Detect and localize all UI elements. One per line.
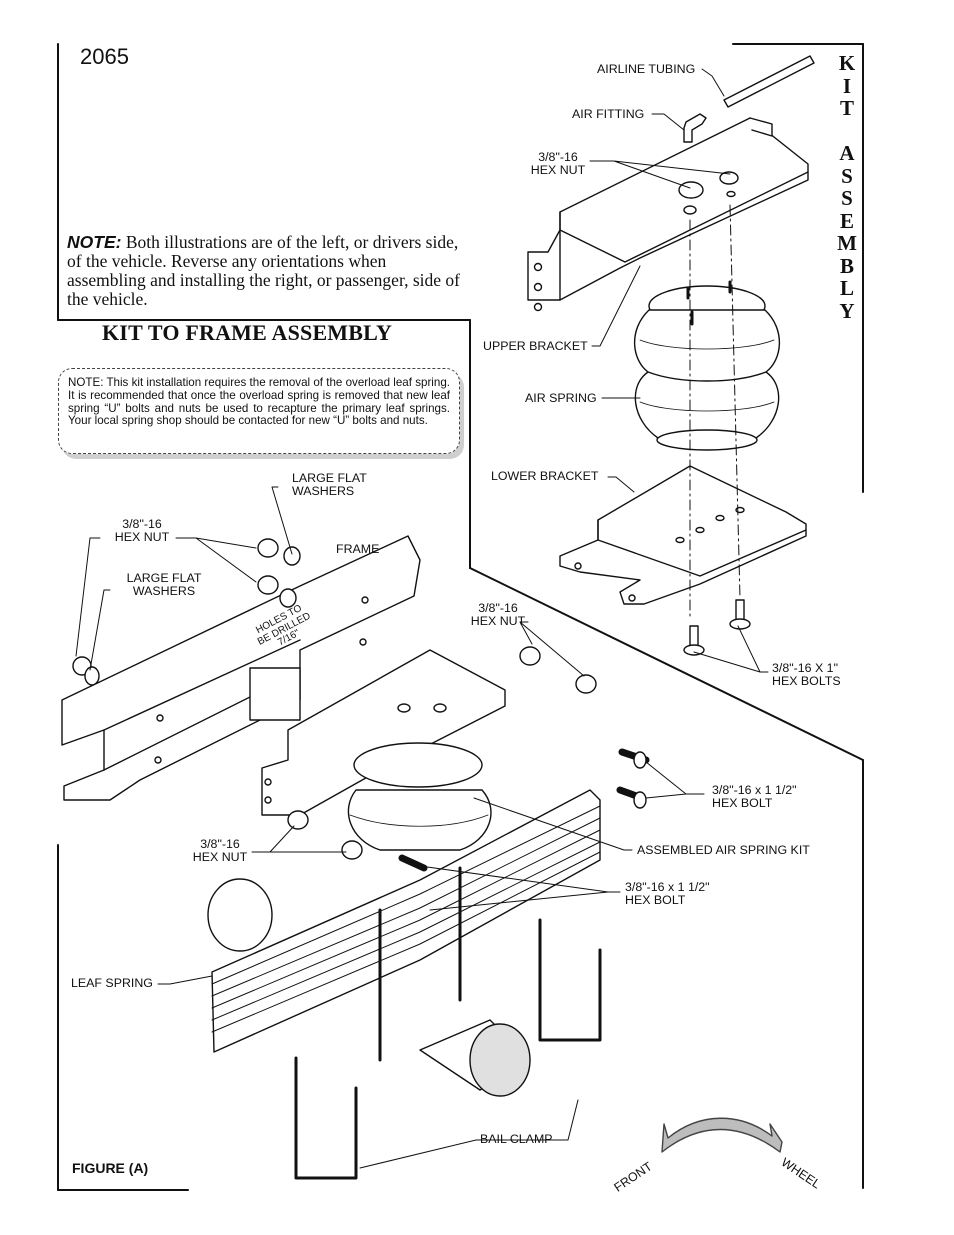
label-kit-hex-nut-type: HEX NUT <box>530 163 586 177</box>
label-hex-bolt-right: 3/8"-16 x 1 1/2" HEX BOLT <box>712 784 797 810</box>
label-hex-nut-lower-size: 3/8"-16 <box>200 837 240 851</box>
label-large-flat-washers-top: LARGE FLAT WASHERS <box>292 472 367 498</box>
note-label: NOTE: <box>67 232 122 252</box>
label-kit-hex-nut-size: 3/8"-16 <box>538 150 578 164</box>
label-hex-nut-lower: 3/8"-16 HEX NUT <box>190 838 250 864</box>
front-wheel-arrow <box>661 1117 783 1153</box>
label-kit-hex-bolts-type: HEX BOLTS <box>772 674 841 688</box>
label-upper-bracket: UPPER BRACKET <box>483 339 588 353</box>
air-spring-drawing <box>633 280 781 451</box>
side-title-letter: A <box>839 141 855 165</box>
kit-bolts-drawing <box>683 599 751 656</box>
label-airline-tubing: AIRLINE TUBING <box>597 62 696 76</box>
label-assembled-air-spring-kit: ASSEMBLED AIR SPRING KIT <box>637 843 810 857</box>
kit-note-box: NOTE: This kit installation requires the… <box>58 368 460 454</box>
label-hex-bolt-center-type: HEX BOLT <box>625 893 686 907</box>
label-hex-bolt-right-type: HEX BOLT <box>712 796 773 810</box>
side-title-letter: S <box>841 186 853 210</box>
kit-assembly-side-title: K I T A S S E M B L Y <box>836 52 858 322</box>
label-leaf-spring: LEAF SPRING <box>71 976 153 990</box>
upper-bracket-drawing <box>527 117 809 312</box>
label-kit-hex-nut: 3/8"-16 HEX NUT <box>528 151 588 177</box>
label-lower-bracket: LOWER BRACKET <box>491 469 599 483</box>
side-title-letter: K <box>838 51 856 75</box>
label-air-spring: AIR SPRING <box>525 391 597 405</box>
side-title-letter: E <box>839 208 854 233</box>
orientation-note: NOTE: Both illustrations are of the left… <box>67 233 467 309</box>
label-hex-bolt-right-size: 3/8"-16 x 1 1/2" <box>712 783 797 797</box>
frame-washers-drawing <box>72 538 301 686</box>
side-title-letter: T <box>839 96 854 120</box>
section-title: KIT TO FRAME ASSEMBLY <box>102 320 393 345</box>
leaf-spring-drawing <box>211 789 601 1053</box>
label-washers-left-line1: LARGE FLAT <box>126 571 202 585</box>
side-title-letter: M <box>837 231 857 255</box>
label-hex-nut-right: 3/8"-16 HEX NUT <box>468 602 528 628</box>
label-hex-nut-left-type: HEX NUT <box>114 530 170 544</box>
page-border <box>57 43 864 1191</box>
side-title-letter: S <box>841 163 853 188</box>
label-bail-clamp: BAIL CLAMP <box>480 1132 553 1146</box>
air-fitting-drawing <box>683 113 707 143</box>
label-hex-bolt-center: 3/8"-16 x 1 1/2" HEX BOLT <box>625 881 710 907</box>
label-hex-bolt-center-size: 3/8"-16 x 1 1/2" <box>625 880 710 894</box>
label-hex-nut-lower-type: HEX NUT <box>192 850 248 864</box>
loose-hex-nuts-drawing <box>287 646 597 860</box>
side-title-letter: B <box>839 253 854 278</box>
axle-drawing <box>207 878 531 1097</box>
kit-centerlines <box>689 204 741 621</box>
label-air-fitting: AIR FITTING <box>572 107 645 121</box>
label-washers-top-line2: WASHERS <box>292 484 355 498</box>
page-number: 2065 <box>80 44 129 69</box>
u-bolts-drawing <box>294 866 602 1180</box>
label-frame: FRAME <box>336 542 380 556</box>
lower-bracket-drawing <box>559 465 807 605</box>
side-title-letter: Y <box>839 298 855 323</box>
label-hex-nut-left-size: 3/8"-16 <box>122 517 162 531</box>
frame-rail-drawing <box>61 535 421 801</box>
note-text: Both illustrations are of the left, or d… <box>67 232 460 309</box>
label-kit-hex-bolts-size: 3/8"-16 X 1" <box>772 661 838 675</box>
assembled-kit-drawing <box>261 649 506 851</box>
label-kit-hex-bolts: 3/8"-16 X 1" HEX BOLTS <box>772 662 841 688</box>
airline-tubing-drawing <box>723 55 815 108</box>
label-hex-nut-right-type: HEX NUT <box>470 614 526 628</box>
label-washers-top-line1: LARGE FLAT <box>292 471 367 485</box>
side-title-letter <box>836 120 858 143</box>
leader-lines <box>75 68 769 1169</box>
figure-label: FIGURE (A) <box>72 1160 149 1176</box>
label-hex-nut-left: 3/8"-16 HEX NUT <box>112 518 172 544</box>
label-hex-nut-right-size: 3/8"-16 <box>478 601 518 615</box>
label-large-flat-washers-left: LARGE FLAT WASHERS <box>120 572 208 598</box>
label-washers-left-line2: WASHERS <box>132 584 196 598</box>
side-title-letter: I <box>842 73 852 98</box>
side-title-letter: L <box>839 276 854 300</box>
